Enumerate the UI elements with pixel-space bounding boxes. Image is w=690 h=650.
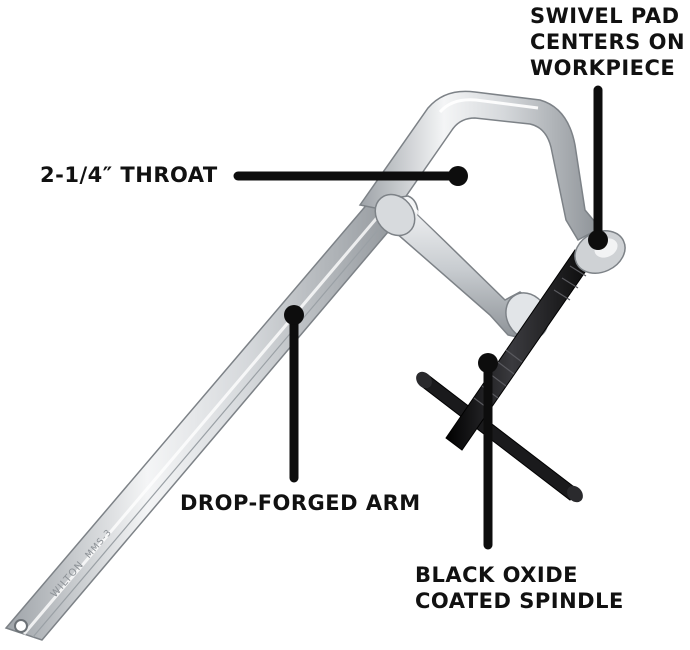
arm-label: DROP-FORGED ARM	[180, 491, 421, 515]
swivel-pad-line-3: WORKPIECE	[530, 56, 676, 80]
swivel-pad-leader	[588, 85, 608, 250]
spindle-leader	[478, 353, 498, 550]
swivel-pad-callout: SWIVEL PAD CENTERS ON WORKPIECE	[530, 3, 685, 81]
callout-leaders	[233, 85, 608, 550]
throat-callout: 2-1/4″ THROAT	[40, 162, 218, 188]
arm-leader	[284, 305, 304, 483]
swivel-pad-line-2: CENTERS ON	[530, 30, 686, 54]
throat-leader	[233, 166, 468, 186]
t-handle	[416, 371, 583, 503]
throat-label: 2-1/4″ THROAT	[40, 163, 218, 187]
spindle-line-2: COATED SPINDLE	[415, 589, 624, 613]
swivel-pad-line-1: SWIVEL PAD	[530, 4, 680, 28]
spindle-line-1: BLACK OXIDE	[415, 563, 579, 587]
arm-callout: DROP-FORGED ARM	[180, 490, 421, 516]
spindle-callout: BLACK OXIDE COATED SPINDLE	[415, 562, 624, 614]
clamp-frame	[358, 90, 602, 242]
